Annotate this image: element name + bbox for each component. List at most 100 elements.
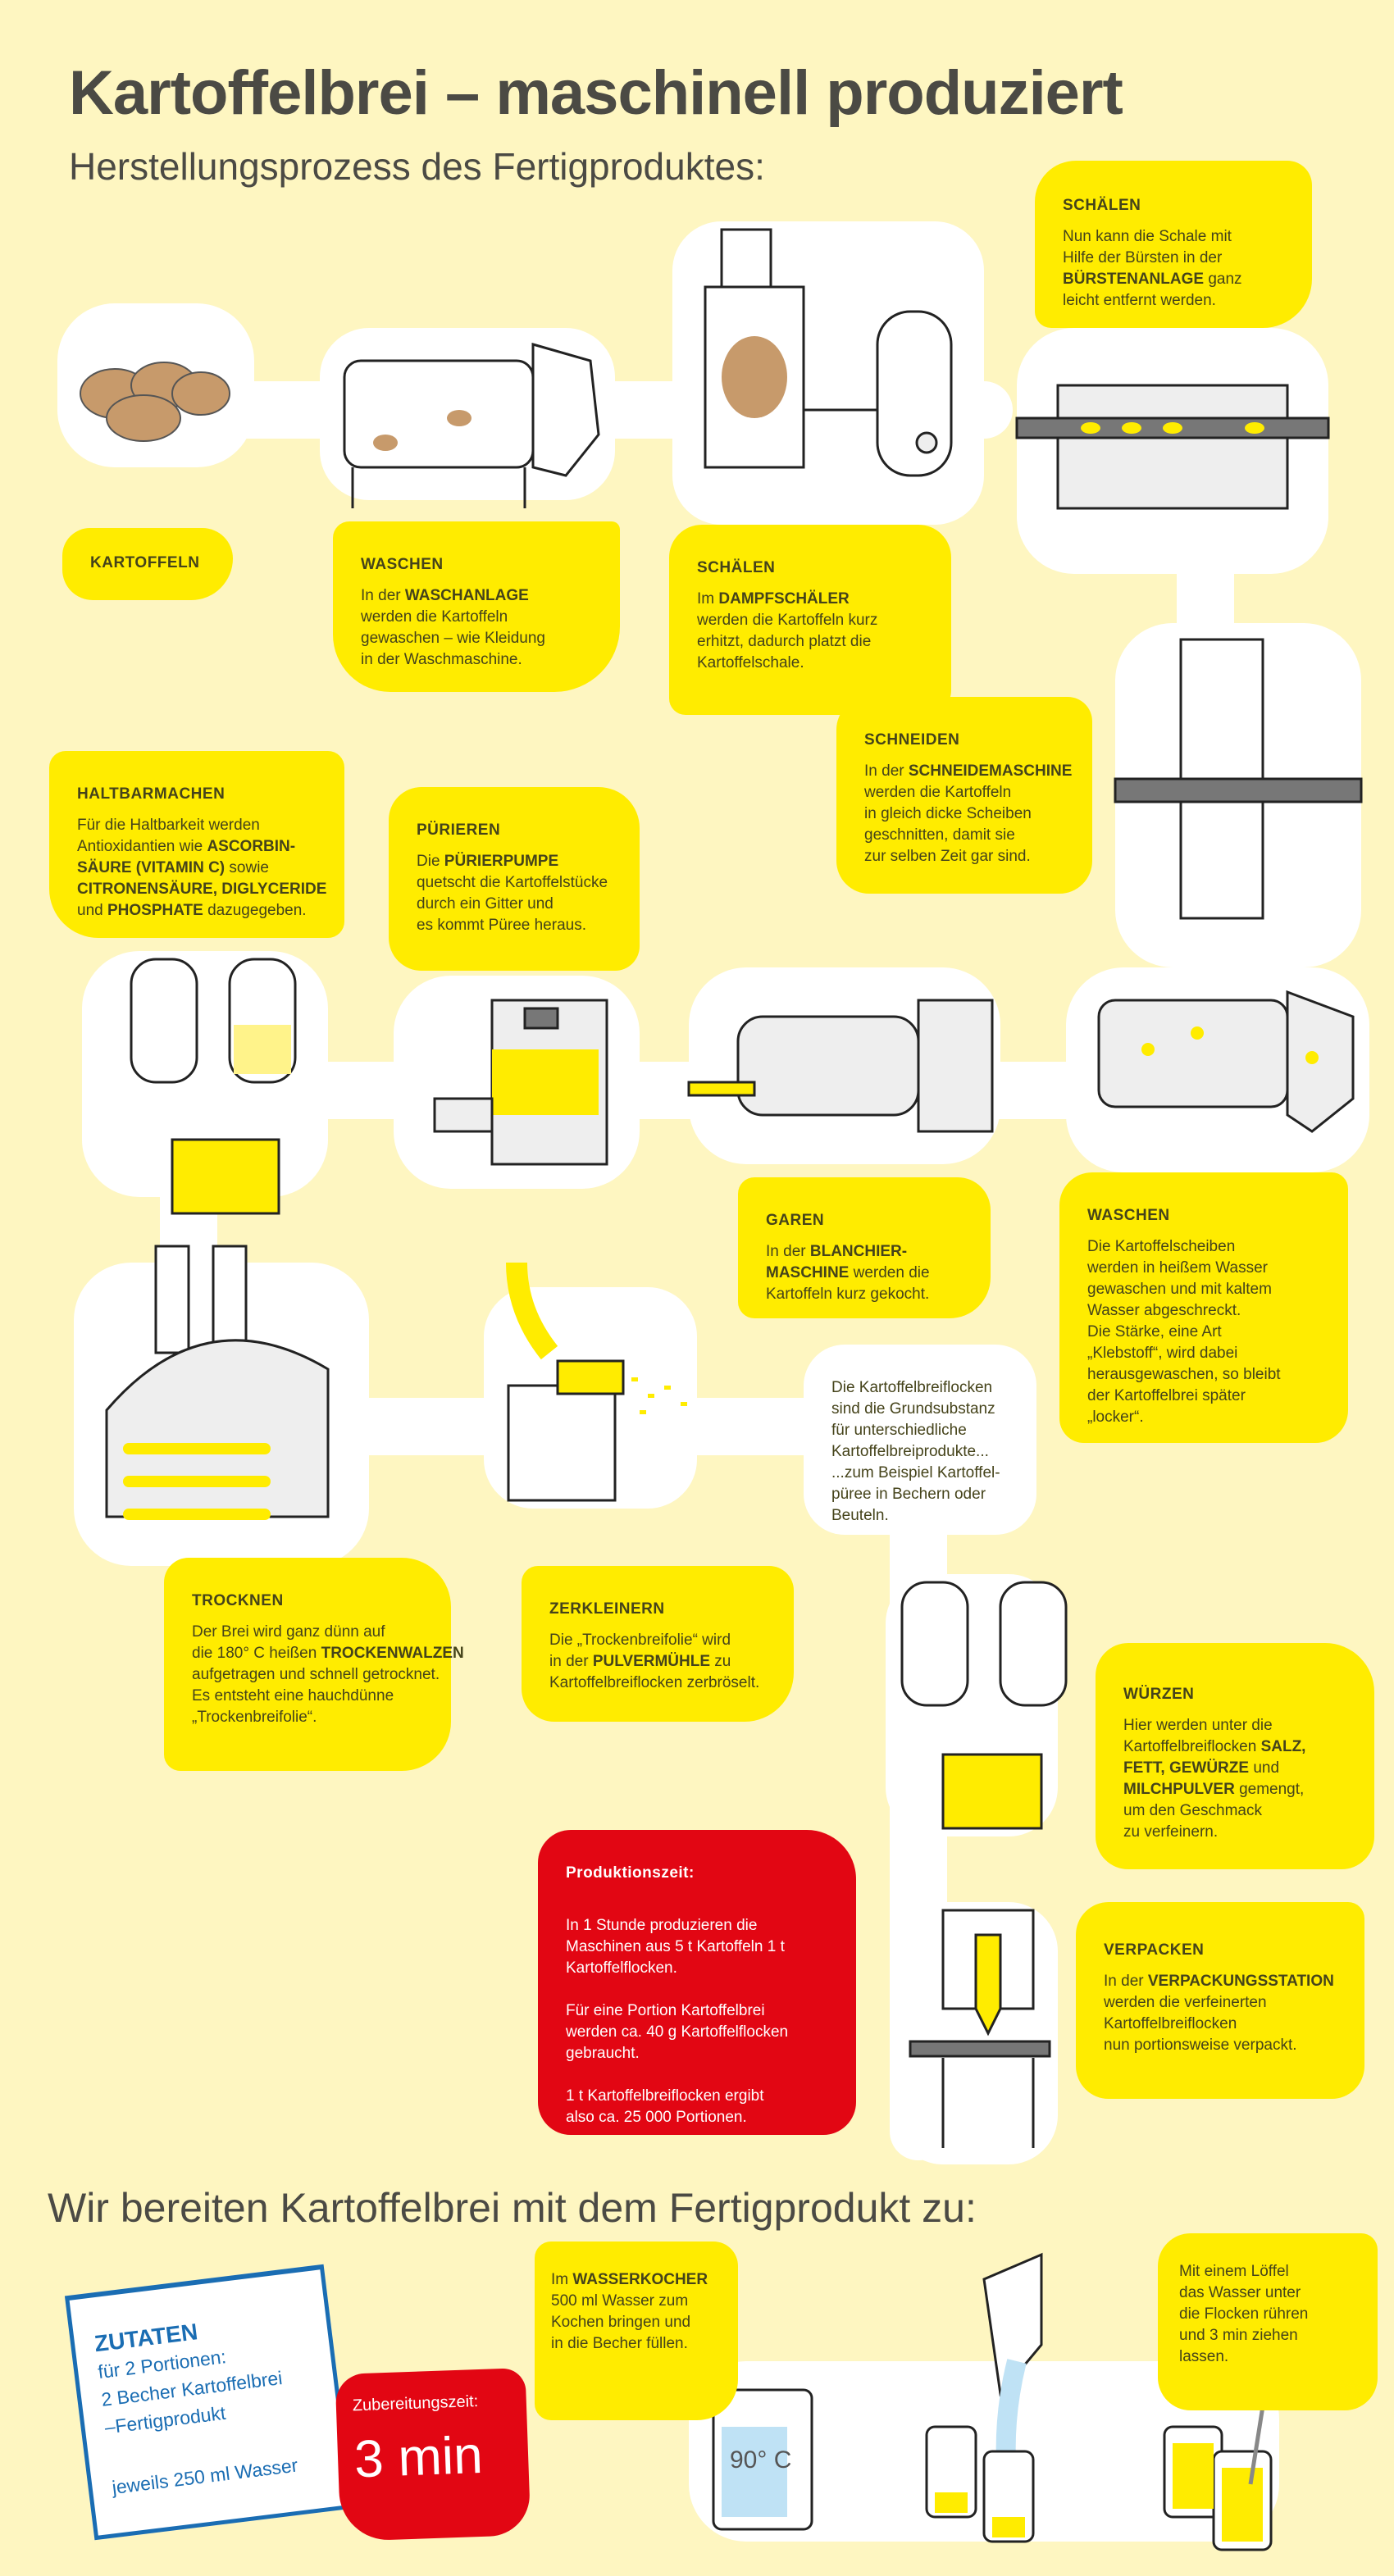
text: Die Stärke, eine Art <box>1087 1323 1222 1340</box>
step-text-line: durch ein Gitter und <box>417 894 615 915</box>
step-text-line: Die Kartoffelscheiben <box>1087 1236 1323 1258</box>
step-text-line: Für eine Portion Kartoffelbrei <box>566 2000 831 2022</box>
text: durch ein Gitter und <box>417 895 554 913</box>
preparation-time-label: Zubereitungszeit: <box>352 2392 479 2415</box>
text: also ca. 25 000 Portionen. <box>566 2109 747 2126</box>
step-heading: WÜRZEN <box>1123 1686 1195 1703</box>
text: Kartoffeln kurz gekocht. <box>766 1286 930 1303</box>
production-time-info: Produktionszeit:In 1 Stunde produzieren … <box>538 1830 856 2135</box>
text: leicht entfernt werden. <box>1063 292 1216 309</box>
text: Die Kartoffelscheiben <box>1087 1238 1236 1255</box>
text: ganz <box>1204 271 1242 288</box>
keyword: FETT, GEWÜRZE <box>1123 1759 1250 1777</box>
blancher-icon <box>687 999 994 1133</box>
step-text-line: Mit einem Löffel <box>1179 2261 1356 2282</box>
text: sowie <box>225 859 269 876</box>
text: Kartoffelschale. <box>697 654 804 671</box>
keyword: ASCORBIN- <box>207 838 296 855</box>
step-text-line: SÄURE (VITAMIN C) sowie <box>77 858 320 879</box>
keyword: MASCHINE <box>766 1264 850 1281</box>
text: Im <box>551 2271 573 2288</box>
text: geschnitten, damit sie <box>864 826 1015 844</box>
step-text-line: um den Geschmack <box>1123 1800 1350 1822</box>
text: quetscht die Kartoffelstücke <box>417 874 608 891</box>
keyword: DAMPFSCHÄLER <box>718 590 850 608</box>
step-text-line: Kartoffelbreiprodukte... <box>831 1441 1012 1463</box>
keyword: PÜRIERPUMPE <box>444 853 559 870</box>
packaging-station-icon <box>909 1909 1051 2148</box>
step-text-line: zu verfeinern. <box>1123 1822 1350 1843</box>
text: Kartoffelbreiflocken zerbröselt. <box>549 1674 760 1691</box>
text: gewaschen und mit kaltem <box>1087 1281 1272 1298</box>
step-text-line: Nun kann die Schale mit <box>1063 226 1287 248</box>
step-text-line: also ca. 25 000 Portionen. <box>566 2107 831 2128</box>
text: aufgetragen und schnell getrocknet. <box>192 1666 440 1683</box>
cups-pouring-icon <box>925 2252 1043 2543</box>
step-heading: GAREN <box>766 1212 825 1229</box>
step-text-line <box>566 1894 831 1915</box>
step-text-line: werden die Kartoffeln kurz <box>697 610 927 631</box>
keyword: SALZ, <box>1260 1738 1306 1755</box>
text: werden in heißem Wasser <box>1087 1259 1268 1277</box>
step-text-line: „Trockenbreifolie“. <box>192 1707 426 1728</box>
step-text-line: Antioxidantien wie ASCORBIN- <box>77 836 320 858</box>
additive-tanks-icon <box>130 958 297 1215</box>
text: werden die Kartoffeln <box>361 608 508 626</box>
step-text-line: geschnitten, damit sie <box>864 825 1068 846</box>
text: sind die Grundsubstanz <box>831 1400 995 1418</box>
text: um den Geschmack <box>1123 1802 1262 1819</box>
text: Die <box>417 853 444 870</box>
potatoes-icon <box>80 362 230 442</box>
keyword: MILCHPULVER <box>1123 1781 1235 1798</box>
page-subtitle: Herstellungsprozess des Fertigproduktes: <box>69 145 765 188</box>
step-text-line: quetscht die Kartoffelstücke <box>417 872 615 894</box>
step-text-line: gebraucht. <box>566 2043 831 2064</box>
keyword: WASCHANLAGE <box>404 587 529 604</box>
text: 500 ml Wasser zum <box>551 2292 689 2310</box>
step-text-line: 500 ml Wasser zum <box>551 2291 722 2312</box>
kettle-temperature: 90° C <box>730 2446 791 2474</box>
text: Für eine Portion Kartoffelbrei <box>566 2002 765 2019</box>
text: zu <box>710 1653 731 1670</box>
step-text-line: lassen. <box>1179 2346 1356 2368</box>
step-text-line: es kommt Püree heraus. <box>417 915 615 936</box>
text: Die „Trockenbreifolie“ wird <box>549 1632 731 1649</box>
step-text-line: Kartoffeln kurz gekocht. <box>766 1284 966 1305</box>
page-title: Kartoffelbrei – maschinell produziert <box>69 58 1123 128</box>
text: Kartoffelbreiprodukte... <box>831 1443 989 1460</box>
text: das Wasser unter <box>1179 2284 1301 2301</box>
step-text-line: Hier werden unter die <box>1123 1715 1350 1736</box>
text: werden die <box>849 1264 930 1281</box>
text: Mit einem Löffel <box>1179 2263 1289 2280</box>
step-text-line: in der PULVERMÜHLE zu <box>549 1651 769 1673</box>
step-text-line: werden ca. 40 g Kartoffelflocken <box>566 2022 831 2043</box>
text: Die Kartoffelbreiflocken <box>831 1379 993 1396</box>
step-heading: WASCHEN <box>1087 1207 1170 1224</box>
text: gewaschen – wie Kleidung <box>361 630 545 647</box>
text: Maschinen aus 5 t Kartoffeln 1 t <box>566 1938 785 1955</box>
step-heading: SCHNEIDEN <box>864 731 960 749</box>
step-text-line: Es entsteht eine hauchdünne <box>192 1686 426 1707</box>
step-text-line: Die Kartoffelbreiflocken <box>831 1377 1012 1399</box>
keyword: SÄURE (VITAMIN C) <box>77 859 226 876</box>
text: gebraucht. <box>566 2045 640 2062</box>
text: Der Brei wird ganz dünn auf <box>192 1623 385 1641</box>
text: Kartoffelbreiflocken <box>1104 2015 1237 2032</box>
puree-pump-icon <box>433 999 608 1166</box>
step-text-line: Kartoffelbreiflocken zerbröselt. <box>549 1673 769 1694</box>
step-text-line: werden die Kartoffeln <box>864 782 1068 803</box>
step-text-line <box>566 1979 831 2000</box>
step-text-line: Kartoffelbreiflocken SALZ, <box>1123 1736 1350 1758</box>
text: werden ca. 40 g Kartoffelflocken <box>566 2023 789 2041</box>
step-text-line: Im WASSERKOCHER <box>551 2269 722 2291</box>
powder-mill-icon <box>506 1262 687 1502</box>
step-heading: KARTOFFELN <box>90 554 200 571</box>
step-heading: VERPACKEN <box>1104 1941 1205 1959</box>
step-text-line: „Klebstoff“, wird dabei <box>1087 1343 1323 1364</box>
step-text-line: werden die verfeinerten <box>1104 1992 1340 2014</box>
